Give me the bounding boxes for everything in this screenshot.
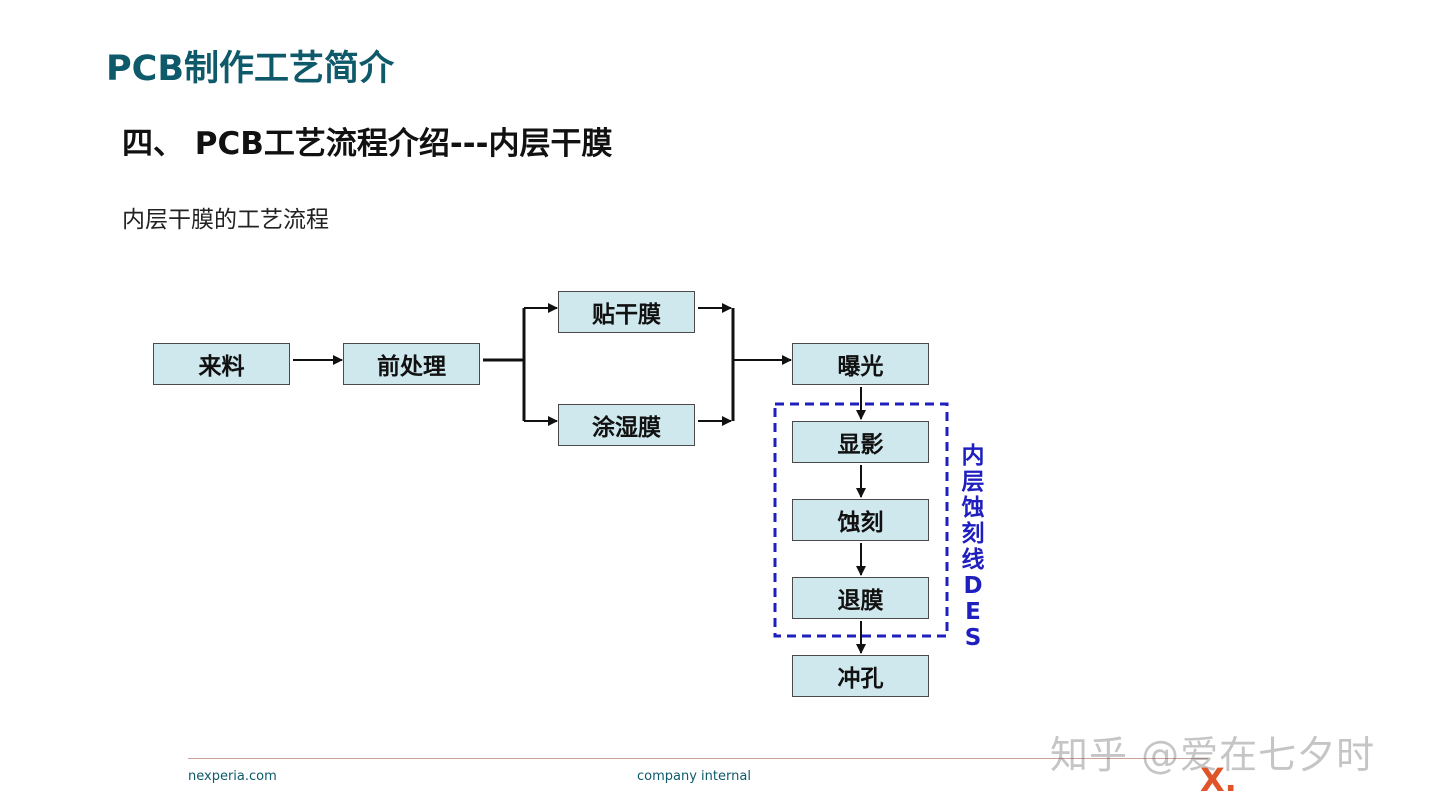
section-title: 四、 PCB工艺流程介绍---内层干膜 — [122, 126, 613, 162]
footer-classification: company internal — [637, 769, 751, 784]
node-dry-film: 贴干膜 — [558, 291, 695, 333]
node-punch: 冲孔 — [792, 655, 929, 697]
process-subtitle: 内层干膜的工艺流程 — [122, 207, 329, 233]
nexperia-logo-mark: X. — [1200, 761, 1237, 799]
footer-divider — [188, 758, 1208, 759]
slide-title: PCB制作工艺简介 — [106, 49, 395, 89]
des-group-outline — [773, 402, 949, 638]
node-etch: 蚀刻 — [792, 499, 929, 541]
node-incoming: 来料 — [153, 343, 290, 385]
des-group-label: 内 层 蚀 刻 线 D E S — [961, 443, 985, 651]
node-strip: 退膜 — [792, 577, 929, 619]
footer-website: nexperia.com — [188, 769, 277, 784]
node-pretreat: 前处理 — [343, 343, 480, 385]
watermark: 知乎 @爱在七夕时 — [1050, 733, 1376, 777]
node-exposure: 曝光 — [792, 343, 929, 385]
node-develop: 显影 — [792, 421, 929, 463]
node-wet-film: 涂湿膜 — [558, 404, 695, 446]
